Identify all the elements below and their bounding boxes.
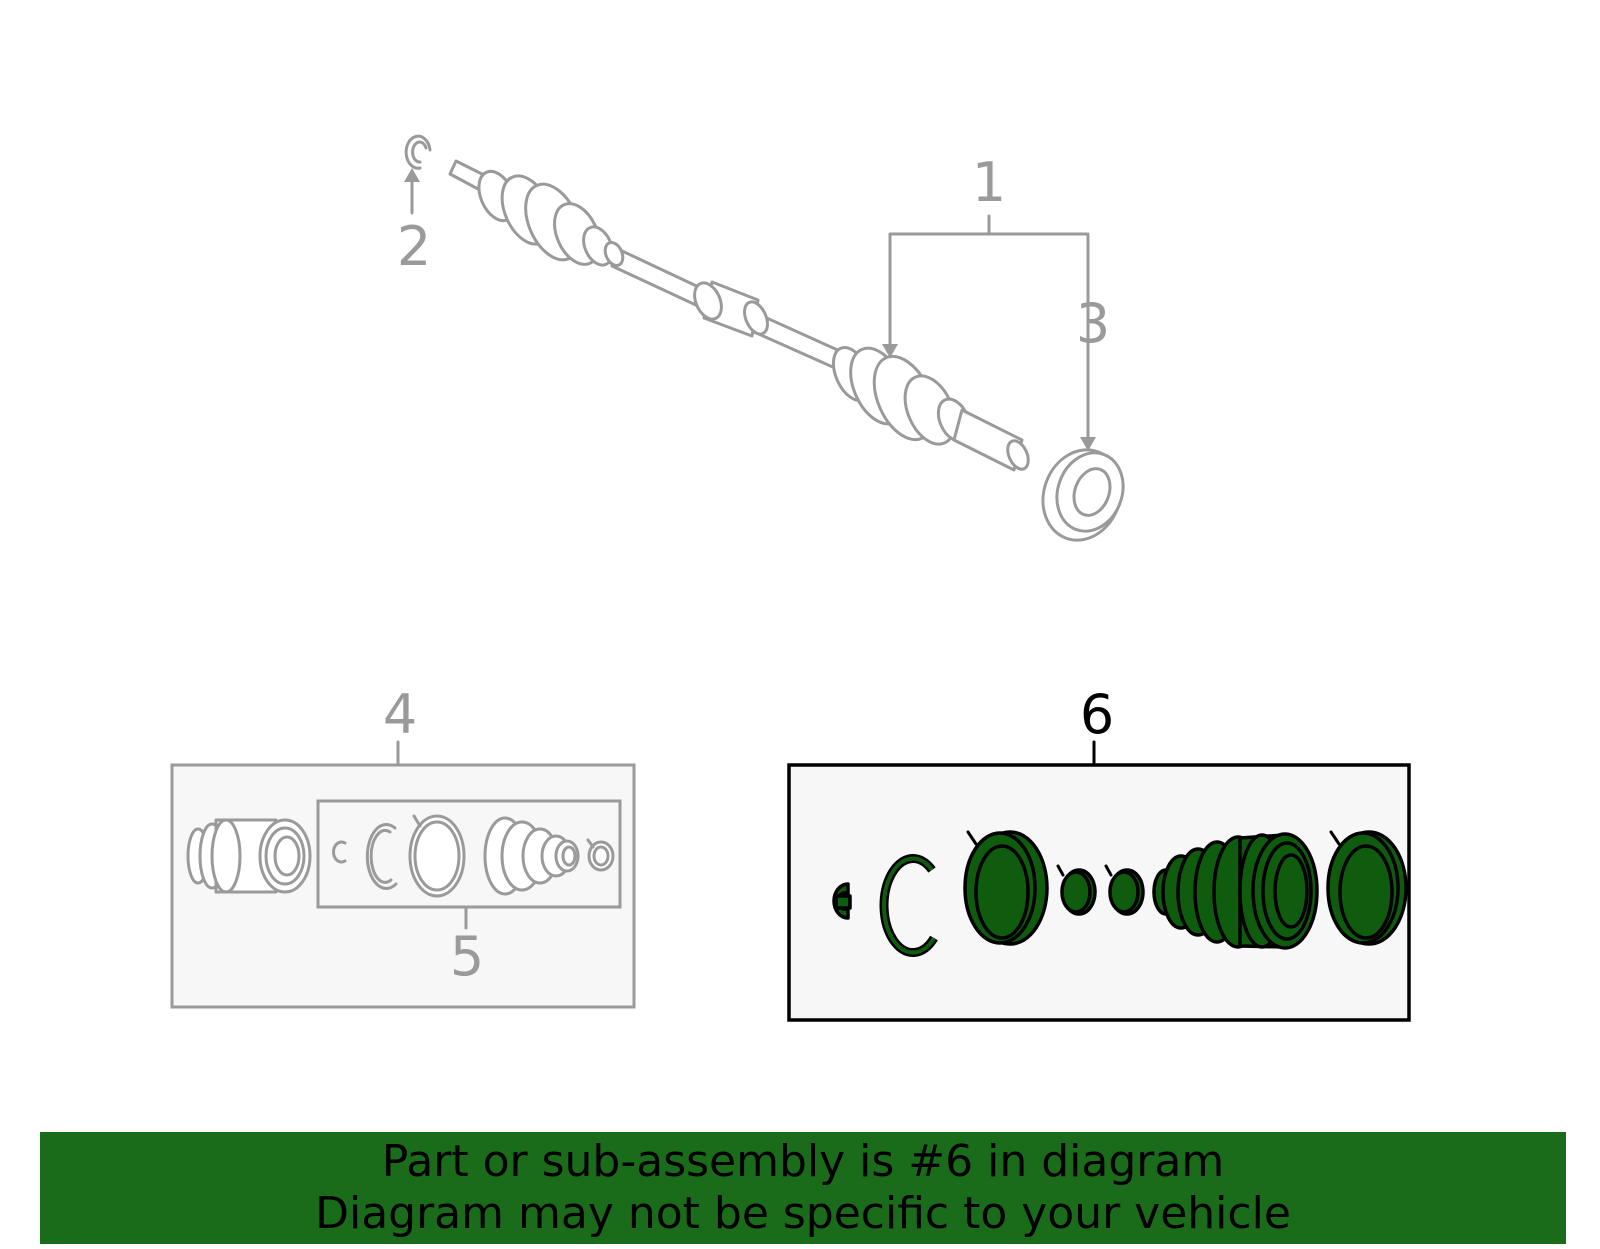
snap-clip: [832, 882, 852, 920]
callout-3: 3: [1076, 292, 1110, 355]
cv-joint-housing: [186, 818, 312, 894]
shaft-damper: [693, 280, 769, 338]
boot-kit-box-6: [787, 740, 1411, 1022]
callout-5: 5: [450, 925, 484, 988]
outer-cv-boot: [831, 346, 972, 446]
outer-clamp-band: [1326, 830, 1408, 946]
banner-line-part: Part or sub-assembly is #6 in diagram: [381, 1136, 1225, 1187]
small-clamp-band-a: [1056, 864, 1097, 916]
circlip-part-2: [404, 134, 432, 170]
parts-diagram: 1 2 3: [170, 134, 1411, 1022]
axle-shaft-assembly: [448, 159, 1030, 472]
cv-boot: [1152, 832, 1319, 950]
callout-2: 2: [397, 215, 431, 278]
info-banner: Part or sub-assembly is #6 in diagram Di…: [40, 1132, 1566, 1244]
small-clamp-band-b: [1104, 864, 1145, 916]
kit-5-items: [332, 814, 615, 898]
leader-lines-upper: [404, 168, 1096, 451]
sub-assembly-box-4: [170, 740, 636, 1009]
banner-line-disclaimer: Diagram may not be specific to your vehi…: [315, 1188, 1291, 1239]
callout-6: 6: [1080, 683, 1114, 746]
inner-cv-boot: [477, 169, 625, 267]
retaining-ring: [879, 854, 938, 958]
large-clamp-band: [963, 830, 1049, 946]
callout-4: 4: [383, 683, 417, 746]
callout-1: 1: [972, 151, 1006, 214]
seal-part-3: [1041, 448, 1125, 542]
